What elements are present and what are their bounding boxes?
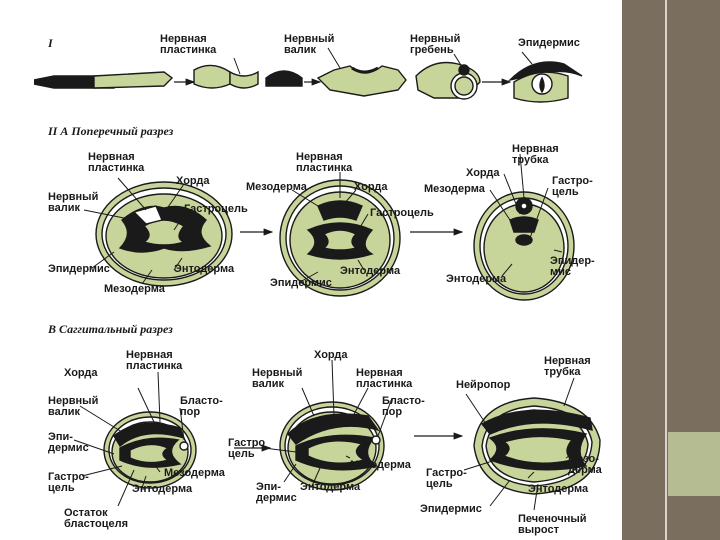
label-s1-neural-crest: Нервный гребень bbox=[410, 33, 461, 56]
label-s3b-neural-fold: Нервный валик bbox=[252, 367, 303, 390]
label-s2c-chord: Хорда bbox=[466, 167, 500, 179]
label-s2b-mesoderm: Мезодерма bbox=[246, 181, 307, 193]
section1-number: I bbox=[48, 36, 53, 50]
label-s2a-endoderm: Энтодерма bbox=[174, 263, 235, 275]
label-s3c-gastrocoel: Гастро- цель bbox=[426, 467, 467, 490]
label-s3b-neural-plate: Нервная пластинка bbox=[356, 367, 413, 390]
label-s3a-mesoderm: Мезодерма bbox=[164, 467, 225, 479]
label-s1-neural-fold: Нервный валик bbox=[284, 33, 335, 56]
label-s3c-endoderm: Энтодерма bbox=[528, 483, 589, 495]
section3-embryo-b bbox=[279, 401, 385, 491]
label-s3c-epidermis: Эпидермис bbox=[420, 503, 482, 515]
label-s3a-blastocoel-rest: Остаток бластоцеля bbox=[64, 507, 128, 530]
label-s2c-endoderm: Энтодерма bbox=[446, 273, 507, 285]
label-s2a-epidermis: Эпидермис bbox=[48, 263, 110, 275]
label-s2b-endoderm: Энтодерма bbox=[340, 265, 401, 277]
section1-strip bbox=[34, 61, 583, 103]
label-s2b-gastrocoel: Гастроцель bbox=[370, 207, 434, 219]
label-s3b-chord: Хорда bbox=[314, 349, 348, 361]
section1-leaders bbox=[233, 47, 533, 75]
label-s3c-mesoderm: Мезо- дерма bbox=[568, 453, 602, 476]
label-s2a-mesoderm: Мезодерма bbox=[104, 283, 165, 295]
slide-side-divider bbox=[665, 0, 667, 540]
section2-leaders bbox=[83, 153, 563, 285]
label-s2c-neural-tube: Нервная трубка bbox=[512, 143, 559, 166]
section3-heading: В Саггитальный разрез bbox=[48, 322, 173, 336]
label-s2b-epidermis: Эпидермис bbox=[270, 277, 332, 289]
label-s3b-gastrocoel: Гастро цель bbox=[228, 437, 266, 460]
label-s2c-mesoderm: Мезодерма bbox=[424, 183, 485, 195]
slide-side-accent bbox=[668, 432, 720, 496]
label-s2c-gastrocoel: Гастро- цель bbox=[552, 175, 593, 198]
label-s3b-blastopore: Бласто- пор bbox=[382, 395, 425, 418]
section3-embryo-c bbox=[473, 397, 601, 495]
label-s2a-neural-fold: Нервный валик bbox=[48, 191, 99, 214]
label-s3c-liver-outgrowth: Печеночный вырост bbox=[518, 513, 587, 536]
label-s2c-epidermis: Эпидер- мис bbox=[550, 255, 595, 278]
label-s3a-blastopore: Бласто- пор bbox=[180, 395, 223, 418]
label-s2b-neural-plate: Нервная пластинка bbox=[296, 151, 353, 174]
label-s2a-neural-plate: Нервная пластинка bbox=[88, 151, 145, 174]
label-s3a-gastrocoel: Гастро- цель bbox=[48, 471, 89, 494]
section3-leaders bbox=[73, 359, 579, 511]
section2-heading: II А Поперечный разрез bbox=[48, 124, 174, 138]
embryo-figure: I Нервная пластинка Нервный валик Нервны… bbox=[34, 20, 624, 540]
label-s1-neural-plate: Нервная пластинка bbox=[160, 33, 217, 56]
section2-embryo-c bbox=[473, 191, 575, 301]
label-s3c-neural-tube: Нервная трубка bbox=[544, 355, 591, 378]
label-s3b-mesoderm: Мезодерма bbox=[350, 459, 411, 471]
label-s3a-endoderm: Энтодерма bbox=[132, 483, 193, 495]
label-s2a-chord: Хорда bbox=[176, 175, 210, 187]
label-s1-epidermis: Эпидермис bbox=[518, 37, 580, 49]
section2-embryo-a bbox=[95, 181, 233, 287]
label-s3a-neural-fold: Нервный валик bbox=[48, 395, 99, 418]
label-s3a-neural-plate: Нервная пластинка bbox=[126, 349, 183, 372]
section3-embryo-a bbox=[103, 411, 197, 489]
label-s3b-epidermis: Эпи- дермис bbox=[256, 481, 297, 504]
section2-embryo-b bbox=[279, 179, 401, 297]
label-s3c-neuropore: Нейропор bbox=[456, 379, 511, 391]
embryo-drawing bbox=[34, 47, 601, 511]
label-s3b-endoderm: Энтодерма bbox=[300, 481, 361, 493]
label-s3a-chord: Хорда bbox=[64, 367, 98, 379]
label-s3a-epidermis: Эпи- дермис bbox=[48, 431, 89, 454]
label-s2a-gastrocoel: Гастроцель bbox=[184, 203, 248, 215]
label-s2b-chord: Хорда bbox=[354, 181, 388, 193]
